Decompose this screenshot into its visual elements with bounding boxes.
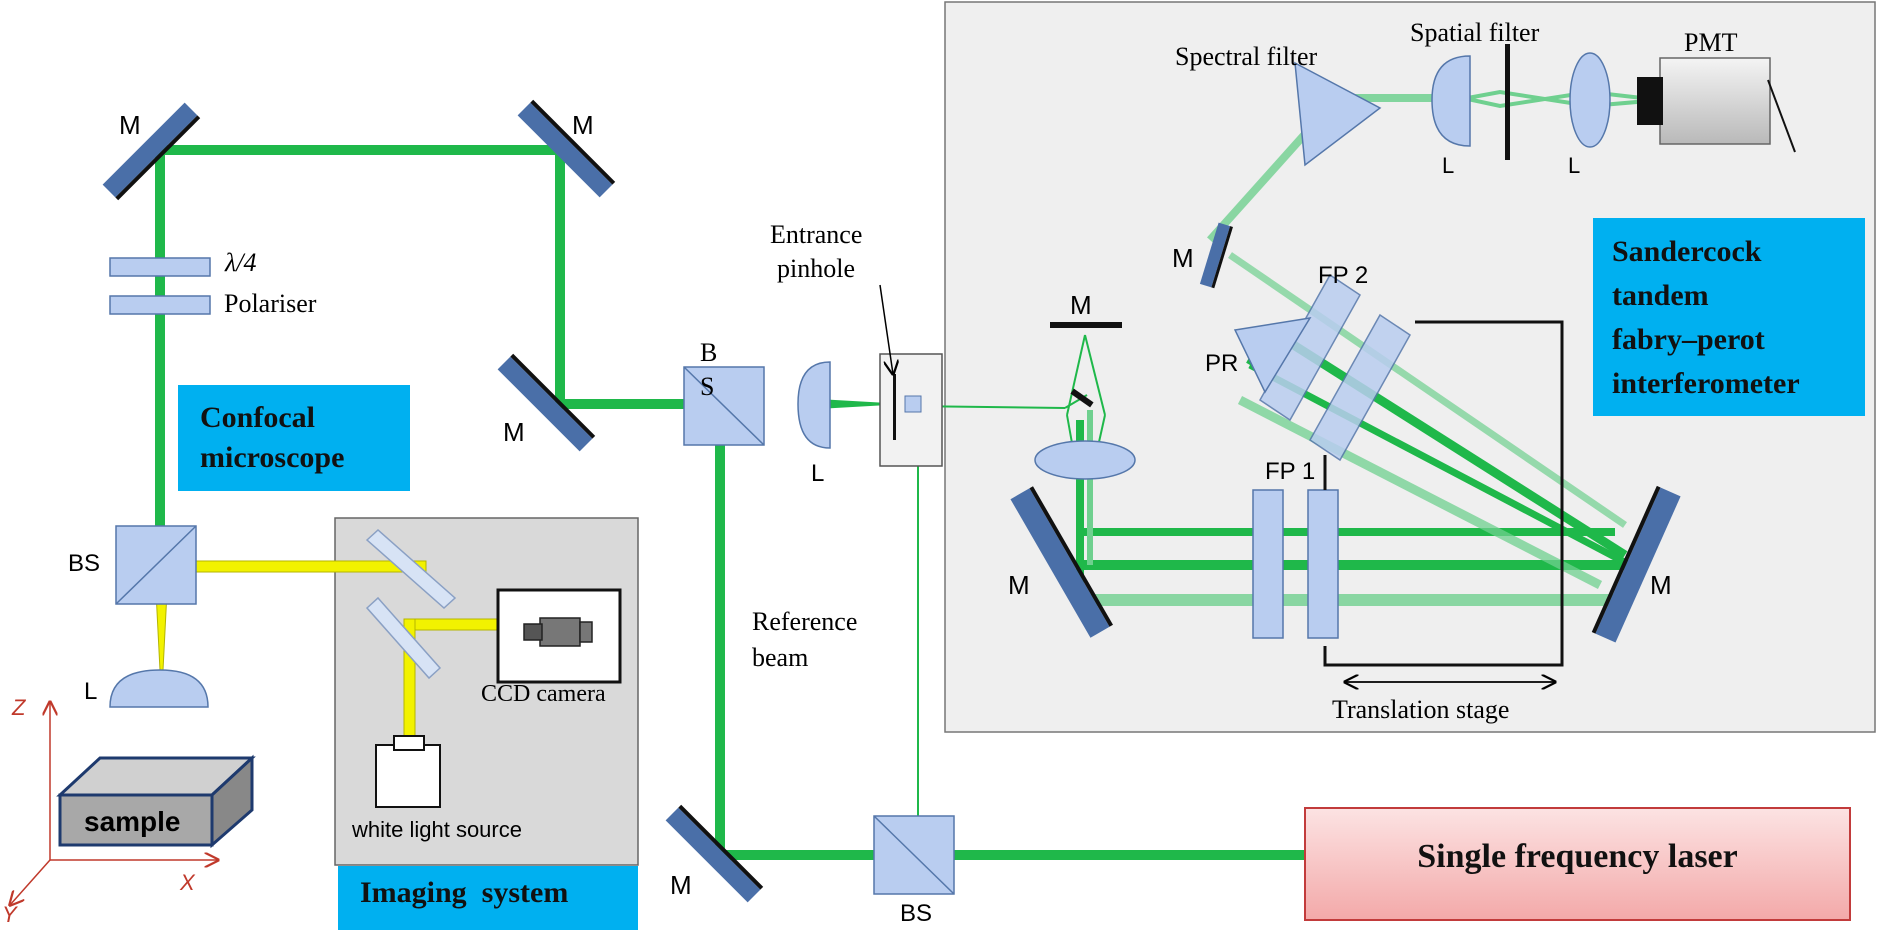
- ccd-camera: [496, 588, 622, 684]
- lens-interferometer: [1034, 440, 1136, 480]
- spatial-filter-slit: [1505, 44, 1510, 160]
- pmt-detector: [1637, 57, 1796, 153]
- mirror-mid-left: [497, 353, 596, 452]
- pr-prism: [1233, 317, 1312, 394]
- pinhole-arrow: [879, 284, 893, 374]
- mirror-top-left: [102, 102, 201, 201]
- mirror-input-small: [1199, 222, 1233, 289]
- lens-spatial-2: [1569, 52, 1611, 148]
- mirror-fp-right: [1591, 485, 1681, 643]
- xyz-axes: [10, 702, 218, 905]
- spectral-filter-prism: [1294, 61, 1382, 167]
- pinhole-bs: [904, 395, 922, 413]
- fp2-etalons: [1259, 273, 1411, 462]
- white-light-source: [375, 735, 441, 808]
- fp1-etalon-a: [1252, 489, 1284, 639]
- sample-block: [56, 754, 256, 849]
- lens-spatial-1: [1431, 55, 1471, 147]
- beamsplitter-left: [115, 525, 197, 605]
- polariser-plate: [109, 295, 211, 315]
- lens-sample: [109, 669, 209, 708]
- mirror-tiny: [1070, 388, 1094, 408]
- fp1-etalon-b: [1307, 489, 1339, 639]
- pinhole-slit: [893, 374, 896, 440]
- sandercock-box: [1593, 218, 1865, 416]
- mirror-top-interferometer: [1050, 322, 1122, 328]
- laser-box: [1304, 807, 1851, 921]
- mirror-fp-left: [1010, 486, 1113, 638]
- imaging-plates: [365, 528, 457, 680]
- translation-stage-frame: [1323, 320, 1564, 667]
- mirror-top-right: [517, 99, 616, 198]
- mirror-bottom-left: [665, 804, 764, 903]
- beamsplitter-bottom: [873, 815, 955, 895]
- imaging-box: [338, 866, 638, 930]
- confocal-box: [178, 385, 410, 491]
- lambda4-plate: [109, 257, 211, 277]
- beamsplitter-main: [683, 366, 765, 446]
- lens-input: [797, 361, 831, 449]
